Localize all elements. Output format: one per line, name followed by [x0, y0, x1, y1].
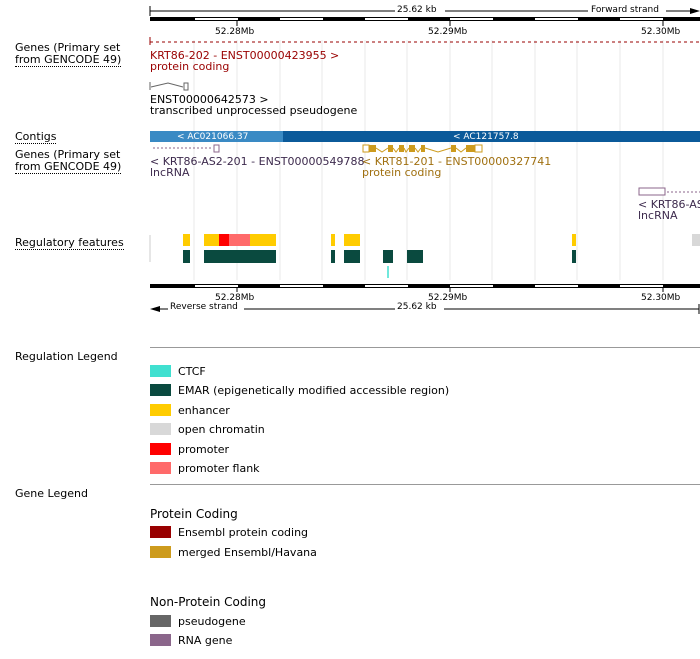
bottom-ruler-graphic: [150, 284, 700, 314]
regulation-legend-title: Regulation Legend: [15, 350, 118, 363]
track-label-genes-reverse-line2: from GENCODE 49): [15, 160, 122, 173]
legend-swatch-enhancer: [150, 404, 171, 416]
gene-krt86-202-biotype: protein coding: [150, 60, 230, 73]
top-tick-3: 52.30Mb: [641, 27, 681, 37]
contig-ac021066-label: < AC021066.37: [177, 132, 249, 142]
track-label-genes-forward-line2: from GENCODE 49): [15, 53, 122, 66]
legend-swatch-merged: [150, 546, 171, 558]
top-ruler-strand: Forward strand: [591, 5, 659, 15]
legend-swatch-rna-gene: [150, 634, 171, 646]
gene-enst642573-biotype: transcribed unprocessed pseudogene: [150, 104, 358, 117]
legend-swatch-emar: [150, 384, 171, 396]
legend-label-rna-gene: RNA gene: [178, 634, 233, 647]
gene-reverse-graphic[interactable]: [0, 0, 700, 220]
legend-label-promoter: promoter: [178, 443, 230, 456]
contig-ac121757[interactable]: [283, 131, 700, 142]
protein-coding-title: Protein Coding: [150, 507, 238, 521]
track-label-contigs[interactable]: Contigs: [15, 130, 57, 144]
gene-krt81-201-biotype: protein coding: [362, 166, 442, 179]
legend-swatch-promoter-flank: [150, 462, 171, 474]
bottom-ruler-length: 25.62 kb: [397, 302, 437, 312]
gene-krt86-as-biotype: lncRNA: [638, 209, 678, 222]
track-label-genes-reverse-line1: Genes (Primary set: [15, 148, 121, 161]
bottom-tick-2: 52.29Mb: [428, 293, 468, 303]
regulation-legend-divider: [150, 347, 700, 348]
non-protein-coding-title: Non-Protein Coding: [150, 595, 267, 609]
legend-label-ctcf: CTCF: [178, 365, 206, 378]
legend-label-promoter-flank: promoter flank: [178, 462, 260, 475]
legend-swatch-promoter: [150, 443, 171, 455]
legend-label-open-chromatin: open chromatin: [178, 423, 265, 436]
legend-swatch-open-chromatin: [150, 423, 171, 435]
regulatory-features-graphic[interactable]: [0, 0, 700, 300]
legend-label-pseudogene: pseudogene: [178, 615, 246, 628]
bottom-tick-3: 52.30Mb: [641, 293, 681, 303]
legend-swatch-ctcf: [150, 365, 171, 377]
legend-label-ensembl-protein-coding: Ensembl protein coding: [178, 526, 309, 539]
legend-swatch-ensembl-protein-coding: [150, 526, 171, 538]
track-label-genes-forward[interactable]: Genes (Primary set from GENCODE 49): [15, 41, 122, 67]
legend-label-enhancer: enhancer: [178, 404, 230, 417]
track-label-regulatory[interactable]: Regulatory features: [15, 236, 124, 250]
top-tick-2: 52.29Mb: [428, 27, 468, 37]
gene-krt86-202-name[interactable]: KRT86-202 - ENST00000423955 >: [150, 49, 340, 62]
contig-ac121757-label: < AC121757.8: [453, 132, 519, 142]
track-label-genes-reverse[interactable]: Genes (Primary set from GENCODE 49): [15, 148, 122, 174]
top-tick-1: 52.28Mb: [215, 27, 255, 37]
gene-krt86-as2-name[interactable]: < KRT86-AS2-201 - ENST00000549788: [150, 155, 365, 168]
gene-krt81-201-name[interactable]: < KRT81-201 - ENST00000327741: [362, 155, 552, 168]
gene-legend-divider: [150, 484, 700, 485]
top-ruler-length: 25.62 kb: [397, 5, 437, 15]
gene-enst642573-name[interactable]: ENST00000642573 >: [150, 93, 269, 106]
bottom-tick-1: 52.28Mb: [215, 293, 255, 303]
gene-forward-graphic[interactable]: [0, 0, 700, 100]
bottom-ruler-strand: Reverse strand: [170, 302, 238, 312]
gene-krt86-as2-biotype: lncRNA: [150, 166, 190, 179]
contig-ac021066[interactable]: [150, 131, 283, 142]
track-label-genes-forward-line1: Genes (Primary set: [15, 41, 121, 54]
legend-label-merged: merged Ensembl/Havana: [178, 546, 317, 559]
top-ruler-graphic: [149, 6, 700, 26]
gene-legend-title: Gene Legend: [15, 487, 88, 500]
legend-label-emar: EMAR (epigenetically modified accessible…: [178, 384, 450, 397]
gene-krt86-as-name[interactable]: < KRT86-AS: [638, 198, 700, 211]
legend-swatch-pseudogene: [150, 615, 171, 627]
